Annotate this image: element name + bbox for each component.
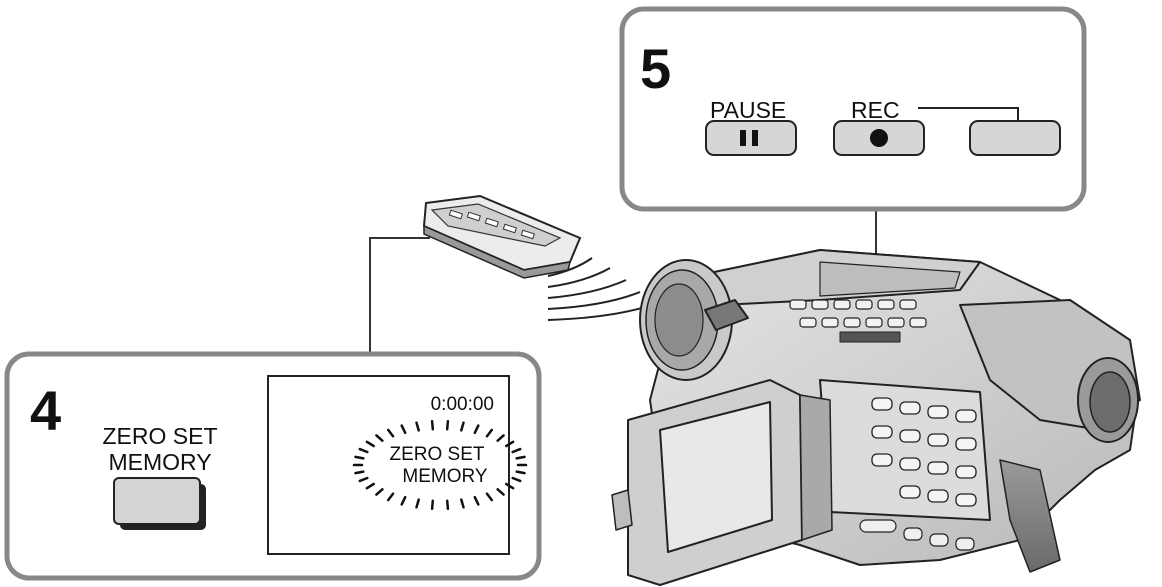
remote-commander-icon [424,196,580,278]
flash-tick [517,457,525,459]
flash-tick [432,421,433,429]
zero-set-memory-label-line2: MEMORY [108,449,211,475]
flash-tick [432,501,433,509]
zero-set-memory-indicator-line1: ZERO SET [389,444,484,465]
pause-button[interactable] [706,121,796,155]
rec-label: REC [851,97,900,123]
lcd-screen-display: 0:00:00 ZERO SET MEMORY [268,376,526,554]
rec-companion-button[interactable] [970,121,1060,155]
flash-tick [356,472,364,474]
step-4-number: 4 [30,379,61,442]
flash-tick [517,472,525,474]
tape-counter: 0:00:00 [431,394,494,415]
step-5-callout: 5 PAUSE REC [622,9,1084,209]
pause-label: PAUSE [710,97,786,123]
record-dot-icon [870,129,888,147]
flash-tick [447,501,448,509]
step-4-callout: 4 ZERO SET MEMORY 0:00:00 ZERO SET MEMOR… [7,354,539,578]
zero-set-memory-label-line1: ZERO SET [102,423,217,449]
camcorder-icon [612,250,1140,585]
flash-tick [447,421,448,429]
rec-button[interactable] [834,121,924,155]
step-5-number: 5 [640,37,671,100]
flash-tick [356,457,364,459]
zero-set-memory-button[interactable] [114,478,206,530]
zero-set-memory-indicator-line2: MEMORY [402,466,487,487]
